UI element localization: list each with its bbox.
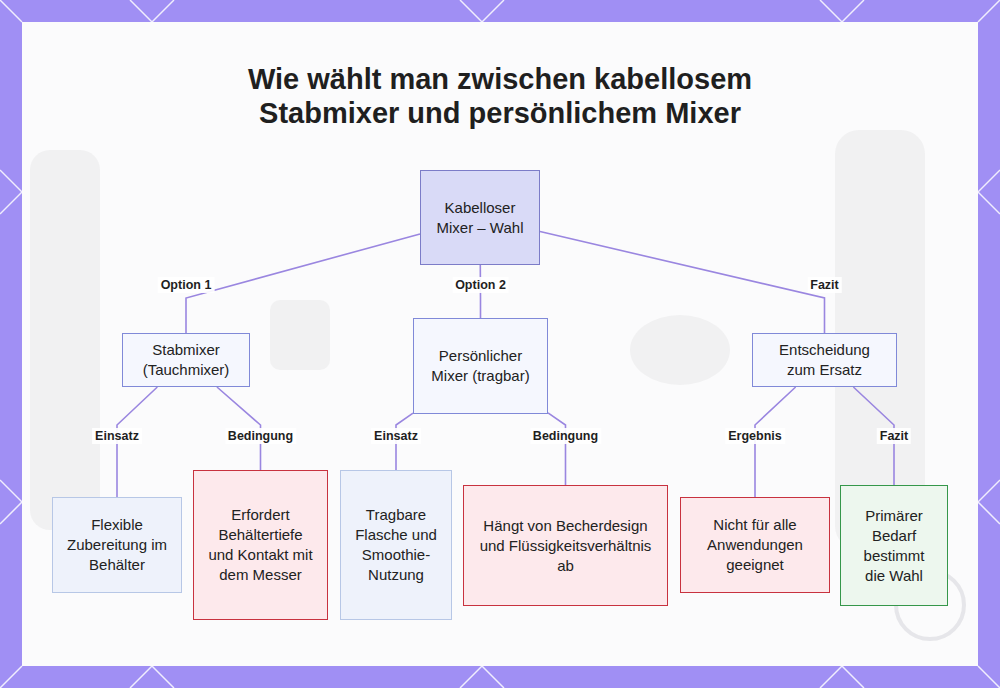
node-text-group: Entscheidung zum Ersatz bbox=[765, 340, 884, 380]
node-text-group: Persönlicher Mixer (tragbar) bbox=[426, 346, 535, 386]
node-text: Flexible Zubereitung im Behälter bbox=[65, 515, 169, 575]
node-text: Primärer Bedarf bestimmt die Wahl bbox=[853, 506, 935, 586]
frame-line bbox=[978, 192, 1000, 214]
option-box: Persönlicher Mixer (tragbar) bbox=[413, 318, 548, 414]
frame-line bbox=[820, 666, 842, 688]
frame-line bbox=[482, 0, 504, 22]
node-text: Erfordert Behältertiefe und Kontakt mit … bbox=[206, 505, 315, 585]
frame-line bbox=[978, 480, 1000, 502]
frame-line bbox=[460, 0, 482, 22]
node-text: Persönlicher Mixer (tragbar) bbox=[426, 346, 535, 386]
frame-line bbox=[0, 502, 22, 524]
edge-label: Bedingung bbox=[530, 428, 601, 444]
frame-line bbox=[130, 666, 152, 688]
frame-line bbox=[482, 666, 504, 688]
node-text: Entscheidung zum Ersatz bbox=[765, 340, 884, 380]
option-box: Stabmixer (Tauchmixer) bbox=[122, 333, 250, 387]
edge-label: Fazit bbox=[807, 277, 841, 293]
frame-line bbox=[0, 192, 22, 214]
faded-shape bbox=[630, 315, 730, 385]
node-text: Tragbare Flasche und Smoothie-Nutzung bbox=[353, 505, 439, 585]
detail-box: Flexible Zubereitung im Behälter bbox=[52, 497, 182, 593]
node-text-group: Nicht für alle Anwendungen geeignet bbox=[693, 515, 817, 575]
frame-line bbox=[460, 666, 482, 688]
edge-label: Option 2 bbox=[452, 277, 509, 293]
detail-box: Hängt von Becherdesign und Flüssigkeitsv… bbox=[463, 485, 668, 606]
node-text: Stabmixer (Tauchmixer) bbox=[135, 340, 237, 380]
node-text-group: Primärer Bedarf bestimmt die Wahl bbox=[853, 506, 935, 586]
frame-line bbox=[130, 0, 152, 22]
frame-line bbox=[842, 0, 864, 22]
edge-label: Ergebnis bbox=[725, 428, 785, 444]
edge-label: Einsatz bbox=[371, 428, 421, 444]
detail-box: Erfordert Behältertiefe und Kontakt mit … bbox=[193, 470, 328, 620]
node-text: Nicht für alle Anwendungen geeignet bbox=[693, 515, 817, 575]
frame-line bbox=[0, 170, 22, 192]
connector-line bbox=[186, 234, 420, 333]
frame-line bbox=[0, 666, 22, 688]
edge-label: Fazit bbox=[877, 428, 911, 444]
title-text: Wie wählt man zwischen kabellosem Stabmi… bbox=[210, 62, 790, 130]
frame-line bbox=[820, 0, 842, 22]
faded-shape bbox=[270, 300, 330, 370]
frame-line bbox=[152, 0, 174, 22]
node-text-group: Erfordert Behältertiefe und Kontakt mit … bbox=[206, 505, 315, 585]
node-text-group: Hängt von Becherdesign und Flüssigkeitsv… bbox=[476, 516, 655, 576]
faded-shape bbox=[30, 150, 100, 530]
node-text-group: Kabelloser Mixer – Wahl bbox=[435, 198, 525, 238]
edge-label: Bedingung bbox=[225, 428, 296, 444]
edge-label: Option 1 bbox=[158, 277, 215, 293]
frame-line bbox=[842, 666, 864, 688]
diagram-title: Wie wählt man zwischen kabellosem Stabmi… bbox=[210, 62, 790, 130]
frame-line bbox=[0, 480, 22, 502]
frame-line bbox=[0, 0, 22, 22]
node-text-group: Stabmixer (Tauchmixer) bbox=[135, 340, 237, 380]
node-text: Hängt von Becherdesign und Flüssigkeitsv… bbox=[476, 516, 655, 576]
frame-line bbox=[978, 666, 1000, 688]
option-box: Entscheidung zum Ersatz bbox=[752, 333, 897, 387]
frame-line bbox=[978, 170, 1000, 192]
node-text: Kabelloser Mixer – Wahl bbox=[435, 198, 525, 238]
connector-line bbox=[540, 232, 825, 333]
frame-line bbox=[152, 666, 174, 688]
detail-box: Nicht für alle Anwendungen geeignet bbox=[680, 497, 830, 593]
frame-line bbox=[978, 502, 1000, 524]
edge-label: Einsatz bbox=[92, 428, 142, 444]
root-box: Kabelloser Mixer – Wahl bbox=[420, 170, 540, 265]
card bbox=[22, 22, 978, 666]
detail-box: Tragbare Flasche und Smoothie-Nutzung bbox=[340, 470, 452, 620]
node-text-group: Tragbare Flasche und Smoothie-Nutzung bbox=[353, 505, 439, 585]
node-text-group: Flexible Zubereitung im Behälter bbox=[65, 515, 169, 575]
connector-line bbox=[548, 413, 566, 485]
frame-line bbox=[978, 0, 1000, 22]
detail-box: Primärer Bedarf bestimmt die Wahl bbox=[840, 485, 948, 606]
